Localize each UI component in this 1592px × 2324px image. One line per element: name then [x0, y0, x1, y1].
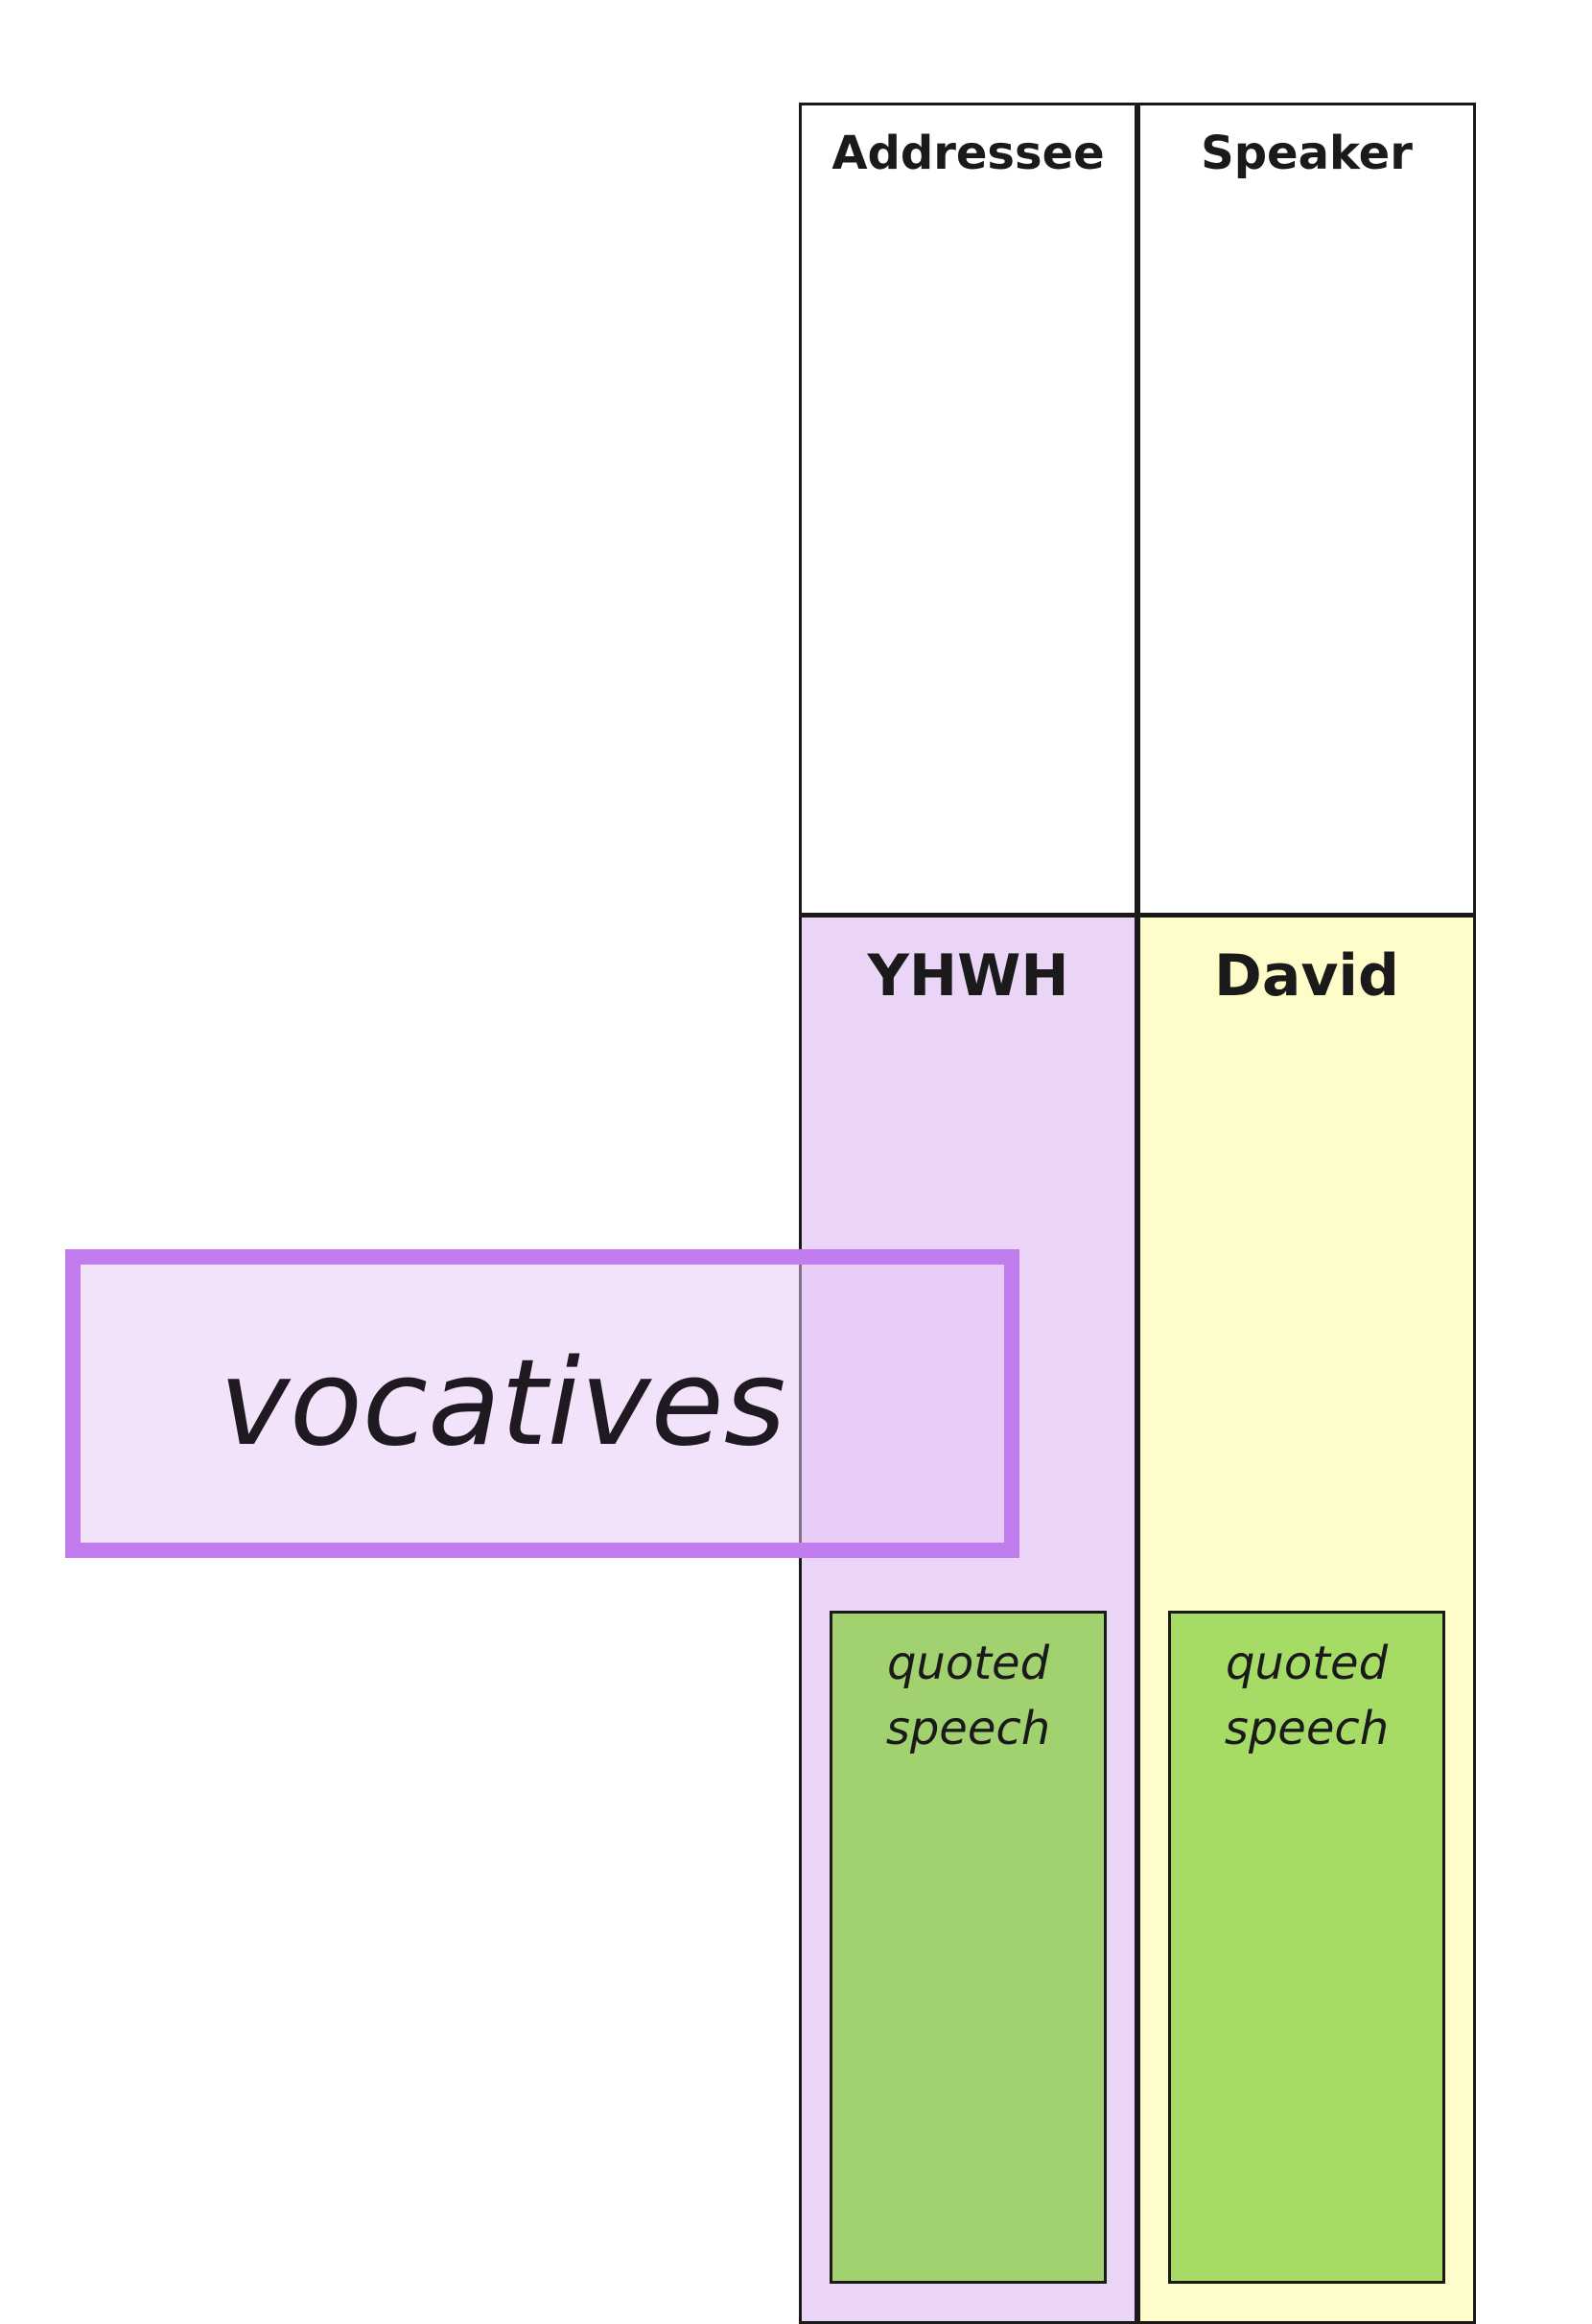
david-label: David: [1214, 942, 1399, 1010]
yhwh-quoted-speech-label: quoted speech: [885, 1637, 1051, 1755]
vocatives-highlight-box: vocatives: [65, 1249, 1019, 1558]
speaker-header-label: Speaker: [1201, 127, 1413, 180]
addressee-column-header: Addressee: [799, 103, 1137, 916]
david-quoted-speech-box: quoted speech: [1168, 1611, 1445, 2284]
addressee-header-label: Addressee: [831, 127, 1105, 180]
yhwh-label: YHWH: [867, 942, 1069, 1010]
vocatives-label: vocatives: [219, 1335, 786, 1473]
david-quoted-speech-label: quoted speech: [1224, 1637, 1390, 1755]
speaker-column-header: Speaker: [1137, 103, 1476, 916]
yhwh-quoted-speech-box: quoted speech: [830, 1611, 1107, 2284]
